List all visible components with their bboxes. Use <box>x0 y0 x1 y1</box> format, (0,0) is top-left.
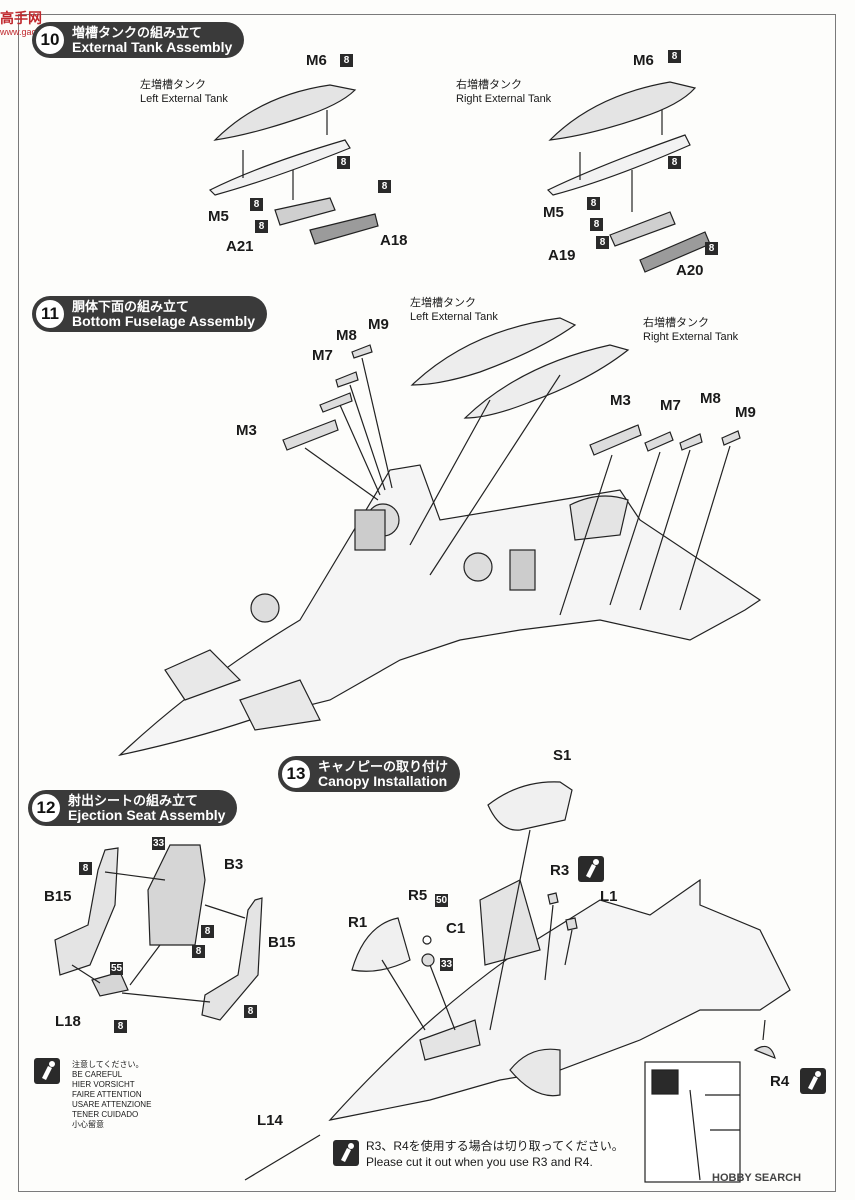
paint-box: 8 <box>705 242 718 255</box>
paint-box: 8 <box>340 54 353 67</box>
part-a21: A21 <box>226 238 254 255</box>
caution-icon <box>800 1068 826 1094</box>
paint-box: 8 <box>337 156 350 169</box>
paint-box: 33 <box>152 837 165 850</box>
cut-instruction-jp: R3、R4を使用する場合は切り取ってください。 <box>366 1139 624 1153</box>
cut-instruction-en: Please cut it out when you use R3 and R4… <box>366 1155 593 1169</box>
caution-icon <box>578 856 604 882</box>
right-tank-lower <box>546 134 691 196</box>
s11-left-tank <box>410 317 577 386</box>
s11-right-tank <box>463 344 630 419</box>
left-tank-body <box>213 84 357 141</box>
watermark-logo: 高手网 <box>0 10 42 26</box>
s12-part-b3: B3 <box>224 856 244 873</box>
paint-box: 8 <box>590 218 603 231</box>
paint-box: 8 <box>587 197 600 210</box>
step-12-number: 12 <box>30 792 62 824</box>
part-a19: A19 <box>548 247 576 264</box>
right-tank-body <box>548 81 697 141</box>
step-12-title-jp: 射出シートの組み立て <box>68 793 199 808</box>
step-10-title-en: External Tank Assembly <box>72 39 233 55</box>
step-13-title-jp: キャノピーの取り付け <box>318 759 449 774</box>
windscreen-r1 <box>351 917 411 972</box>
step-11-title-en: Bottom Fuselage Assembly <box>72 313 256 329</box>
paint-box: 50 <box>435 894 448 907</box>
s13-part-r1: R1 <box>348 914 368 931</box>
caution-icon <box>333 1140 359 1166</box>
s13-part-r5: R5 <box>408 887 428 904</box>
part-a20: A20 <box>676 262 704 279</box>
s13-part-c1: C1 <box>446 920 466 937</box>
caution-icon <box>34 1058 60 1084</box>
paint-box: 8 <box>79 862 92 875</box>
s12-part-l18: L18 <box>55 1013 81 1030</box>
s11-part-m8-right: M8 <box>700 390 721 407</box>
page-frame <box>18 14 836 1192</box>
s13-part-r4: R4 <box>770 1073 790 1090</box>
part-m5-right: M5 <box>543 204 564 221</box>
paint-box: 8 <box>250 198 263 211</box>
paint-box: 8 <box>596 236 609 249</box>
s11-part-m7-right: M7 <box>660 397 681 414</box>
paint-box: 8 <box>668 156 681 169</box>
canopy-s1 <box>487 781 573 831</box>
part-m6-left: M6 <box>306 52 327 69</box>
step-11-title-jp: 胴体下面の組み立て <box>72 299 190 314</box>
s11-part-m7: M7 <box>312 347 333 364</box>
s12-part-b16: B15 <box>268 934 296 951</box>
s11-part-m9: M9 <box>368 316 389 333</box>
cut-instruction: R3、R4を使用する場合は切り取ってください。 Please cut it ou… <box>366 1138 624 1170</box>
paint-box: 8 <box>201 925 214 938</box>
seat-b16 <box>201 897 263 1021</box>
watermark-hobby-search: HOBBY SEARCH <box>712 1172 802 1184</box>
seat-l18 <box>91 971 129 997</box>
s11-part-m3-right: M3 <box>610 392 631 409</box>
s13-part-r3: R3 <box>550 862 570 879</box>
step-10-title-jp: 増槽タンクの組み立て <box>72 25 203 40</box>
s11-part-m9-right: M9 <box>735 404 756 421</box>
step-12-title-en: Ejection Seat Assembly <box>68 807 226 823</box>
paint-box: 8 <box>244 1005 257 1018</box>
s11-part-m8: M8 <box>336 327 357 344</box>
s11-part-m3: M3 <box>236 422 257 439</box>
step-13-number: 13 <box>280 758 312 790</box>
seat-b15 <box>54 847 119 976</box>
aircraft-bottom <box>118 464 762 757</box>
step-11-number: 11 <box>34 298 66 330</box>
paint-box: 8 <box>378 180 391 193</box>
paint-box: 8 <box>255 220 268 233</box>
paint-box: 8 <box>114 1020 127 1033</box>
seat-b3 <box>147 844 206 946</box>
step-10-number: 10 <box>34 24 66 56</box>
caution-text: 注意してください。 BE CAREFUL HIER VORSICHT FAIRE… <box>72 1060 152 1129</box>
s13-part-s1: S1 <box>553 747 572 764</box>
s13-part-l1: L1 <box>600 888 618 905</box>
paint-box: 8 <box>192 945 205 958</box>
paint-box: 33 <box>440 958 453 971</box>
paint-box: 55 <box>110 962 123 975</box>
aircraft-top <box>328 878 791 1121</box>
paint-box: 8 <box>668 50 681 63</box>
step-13-title-en: Canopy Installation <box>318 773 448 789</box>
part-a18: A18 <box>380 232 408 249</box>
part-m5-left: M5 <box>208 208 229 225</box>
part-m6-right: M6 <box>633 52 654 69</box>
s13-part-l14: L14 <box>257 1112 283 1129</box>
s12-part-b15: B15 <box>44 888 72 905</box>
left-tank-lower <box>208 139 351 196</box>
